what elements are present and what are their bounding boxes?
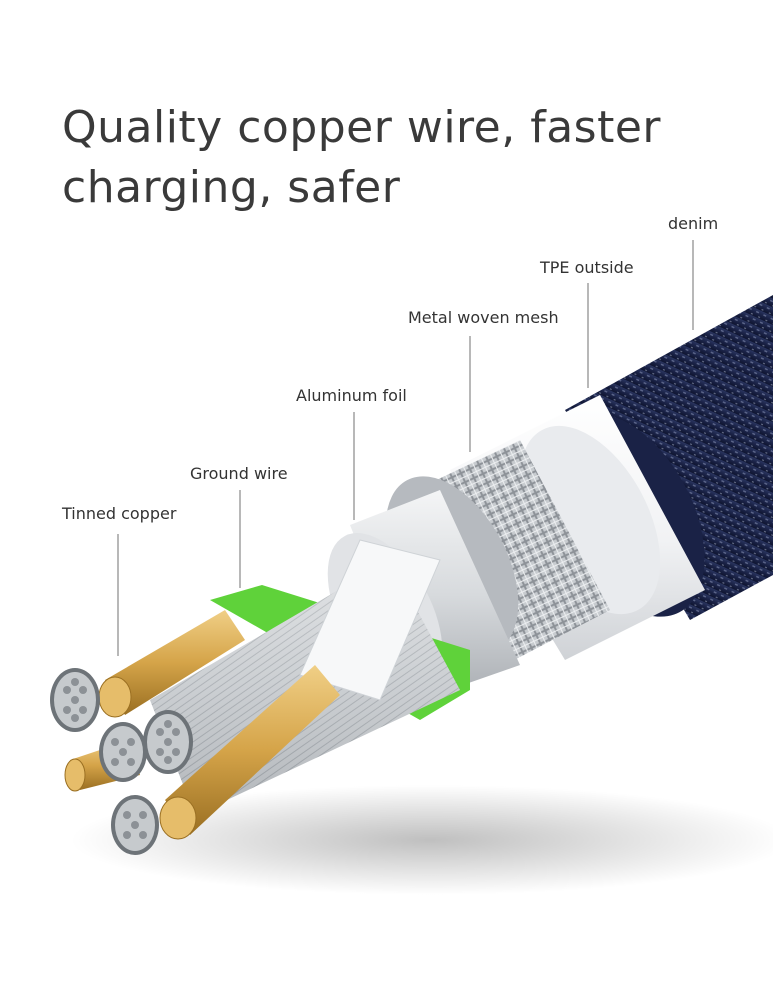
copper-wire-3: [165, 665, 340, 835]
cable-shadow: [70, 785, 773, 895]
tinned-copper-ends: [50, 668, 193, 855]
label-metal-woven-mesh: Metal woven mesh: [408, 308, 559, 327]
copper-wire-1: [105, 610, 245, 715]
label-ground-wire: Ground wire: [190, 464, 288, 483]
inner-white-core: [299, 539, 441, 701]
tinned-end-4: [111, 795, 159, 855]
aluminum-foil-layer: [350, 490, 520, 700]
headline-line-1: Quality copper wire, faster: [62, 102, 661, 153]
label-denim: denim: [668, 214, 719, 233]
callout-leader-lines: [117, 240, 694, 656]
denim-jacket: [565, 295, 773, 620]
headline-line-2: charging, safer: [62, 162, 401, 213]
tinned-end-2: [99, 722, 147, 782]
label-aluminum-foil: Aluminum foil: [296, 386, 407, 405]
label-tpe-outside: TPE outside: [540, 258, 634, 277]
tinned-end-1: [50, 668, 100, 732]
label-tinned-copper: Tinned copper: [62, 504, 177, 523]
tinned-end-3: [143, 710, 193, 774]
headline: Quality copper wire, faster charging, sa…: [62, 98, 661, 218]
